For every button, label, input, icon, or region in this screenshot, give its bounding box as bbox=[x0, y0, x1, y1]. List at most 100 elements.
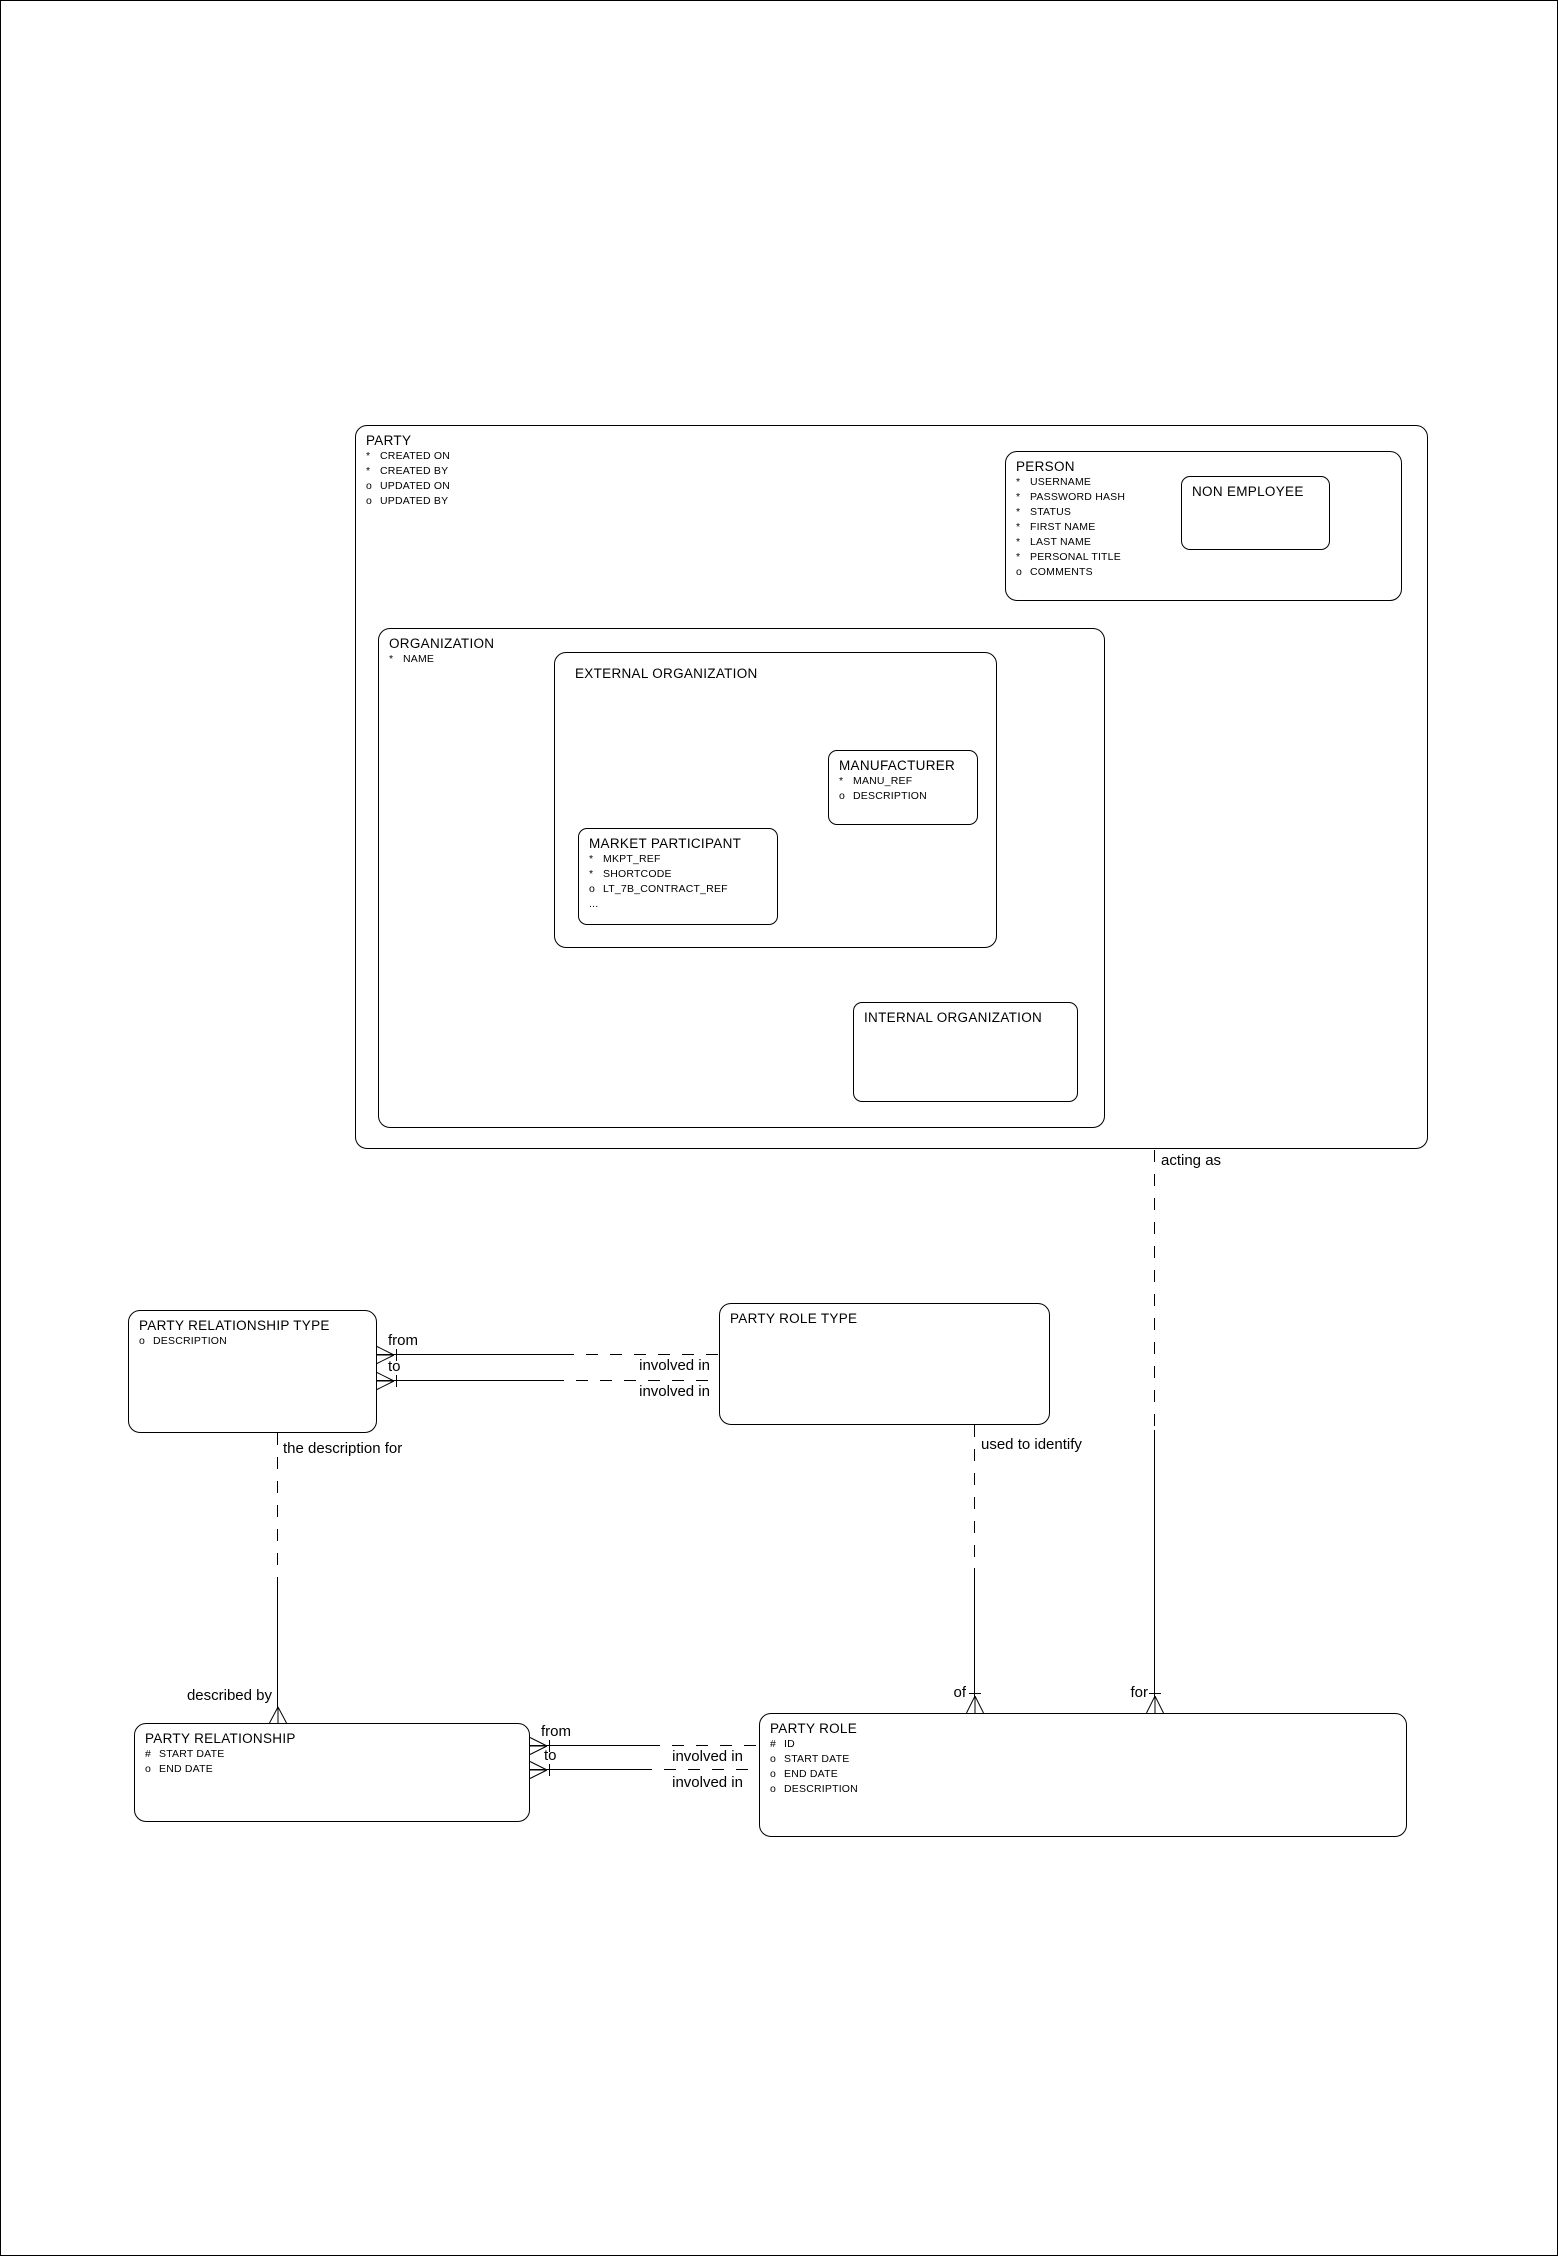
entity-title: MARKET PARTICIPANT bbox=[589, 836, 742, 851]
relationship-line-type-to-dashed bbox=[552, 1380, 719, 1381]
entity-non-employee: NON EMPLOYEE bbox=[1181, 476, 1330, 550]
attr-marker: * bbox=[839, 775, 844, 787]
attribute-row: o START DATE bbox=[770, 1752, 1396, 1767]
crows-foot-icon bbox=[1146, 1693, 1164, 1714]
relationship-label: for bbox=[1130, 1684, 1148, 1701]
relationship-label: from bbox=[541, 1723, 571, 1740]
relationship-label: involved in bbox=[672, 1748, 743, 1765]
attr-name: UPDATED BY bbox=[380, 495, 449, 507]
relationship-line-rel-from-dashed bbox=[648, 1745, 759, 1746]
relationship-label: involved in bbox=[672, 1774, 743, 1791]
attribute-row: * NAME bbox=[389, 652, 1094, 667]
crows-foot-icon bbox=[529, 1761, 550, 1779]
relationship-line-rel-from-solid bbox=[530, 1745, 648, 1746]
entity-title: NON EMPLOYEE bbox=[1192, 484, 1304, 499]
attribute-row: *STATUS bbox=[1016, 505, 1391, 520]
relationship-label: described by bbox=[186, 1687, 272, 1704]
attr-marker: * bbox=[1016, 521, 1021, 533]
attr-marker: * bbox=[1016, 476, 1021, 488]
attr-name: START DATE bbox=[784, 1753, 850, 1765]
attr-marker: * bbox=[389, 653, 394, 665]
relationship-label: acting as bbox=[1161, 1152, 1222, 1169]
attr-marker: o bbox=[366, 495, 373, 507]
attribute-row: *PERSONAL TITLE bbox=[1016, 550, 1391, 565]
attribute-row: *PASSWORD HASH bbox=[1016, 490, 1391, 505]
relationship-line-rel-to-dashed bbox=[640, 1769, 759, 1770]
attr-marker: o bbox=[770, 1783, 777, 1795]
attr-name: START DATE bbox=[159, 1748, 225, 1760]
attribute-row: *LAST NAME bbox=[1016, 535, 1391, 550]
relationship-label: of bbox=[953, 1684, 966, 1701]
crows-foot-icon bbox=[376, 1346, 397, 1364]
attr-name: END DATE bbox=[784, 1768, 838, 1780]
attr-marker: * bbox=[366, 465, 371, 477]
entity-title: PARTY RELATIONSHIP bbox=[145, 1731, 296, 1746]
relationship-line-type-to-solid bbox=[377, 1380, 552, 1381]
attr-marker: * bbox=[589, 868, 594, 880]
attribute-list: * NAME bbox=[389, 652, 1094, 667]
attribute-row: #ID bbox=[770, 1737, 1396, 1752]
entity-title: PARTY ROLE bbox=[770, 1721, 858, 1736]
attribute-row: * MKPT_REF bbox=[589, 852, 767, 867]
attribute-row: ... bbox=[589, 897, 767, 912]
attr-marker: o bbox=[139, 1335, 146, 1347]
attr-marker: o bbox=[366, 480, 373, 492]
attribute-row: * SHORTCODE bbox=[589, 867, 767, 882]
attr-marker: * bbox=[589, 853, 594, 865]
relationship-line-used-to-identify-solid bbox=[974, 1568, 975, 1697]
entity-title: MANUFACTURER bbox=[839, 758, 956, 773]
attribute-row: o UPDATED BY bbox=[366, 494, 1417, 509]
attribute-list: * MKPT_REF * SHORTCODE o LT_7B_CONTRACT_REF… bbox=[589, 852, 767, 912]
attr-marker: o bbox=[589, 883, 596, 895]
relationship-line-rel-to-solid bbox=[530, 1769, 640, 1770]
crows-foot-icon bbox=[529, 1737, 550, 1755]
attr-name: MANU_REF bbox=[853, 775, 913, 787]
attribute-list: o DESCRIPTION bbox=[139, 1334, 366, 1349]
relationship-label: involved in bbox=[639, 1383, 710, 1400]
relationship-label: from bbox=[388, 1332, 418, 1349]
entity-party-role-type: PARTY ROLE TYPE bbox=[719, 1303, 1050, 1425]
attr-name: SHORTCODE bbox=[603, 868, 672, 880]
relationship-label: involved in bbox=[639, 1357, 710, 1374]
attr-name: UPDATED ON bbox=[380, 480, 451, 492]
attribute-row: *CREATED ON bbox=[366, 449, 1417, 464]
attr-marker: o bbox=[839, 790, 846, 802]
attr-name: DESCRIPTION bbox=[153, 1335, 227, 1347]
attr-name: ID bbox=[784, 1738, 795, 1750]
attr-name: CREATED ON bbox=[380, 450, 451, 462]
crows-foot-icon bbox=[269, 1706, 287, 1724]
attribute-list: *USERNAME *PASSWORD HASH *STATUS *FIRST … bbox=[1016, 475, 1391, 580]
attr-name: DESCRIPTION bbox=[784, 1783, 858, 1795]
attribute-row: o LT_7B_CONTRACT_REF bbox=[589, 882, 767, 897]
attr-name: LAST NAME bbox=[1030, 536, 1092, 548]
attr-name: LT_7B_CONTRACT_REF bbox=[603, 883, 728, 895]
attr-marker: o bbox=[1016, 566, 1023, 578]
attr-name: PASSWORD HASH bbox=[1030, 491, 1126, 503]
entity-title: PERSON bbox=[1016, 459, 1075, 474]
entity-person: PERSON *USERNAME *PASSWORD HASH *STATUS … bbox=[1005, 451, 1402, 601]
attr-name: END DATE bbox=[159, 1763, 213, 1775]
entity-title: PARTY RELATIONSHIP TYPE bbox=[139, 1318, 330, 1333]
relationship-line-acting-as-solid bbox=[1154, 1430, 1155, 1697]
relationship-line-description-for-solid bbox=[277, 1577, 278, 1708]
relationship-line-type-from-dashed bbox=[562, 1354, 719, 1355]
entity-title: EXTERNAL ORGANIZATION bbox=[575, 666, 758, 681]
relationship-label: to bbox=[544, 1747, 557, 1764]
crows-foot-icon bbox=[966, 1693, 984, 1714]
attr-marker: ... bbox=[589, 898, 599, 910]
attr-name: NAME bbox=[403, 653, 435, 665]
attr-marker: o bbox=[770, 1753, 777, 1765]
attr-name: MKPT_REF bbox=[603, 853, 661, 865]
attr-marker: # bbox=[145, 1748, 152, 1760]
attribute-row: o DESCRIPTION bbox=[139, 1334, 366, 1349]
crows-foot-icon bbox=[376, 1372, 397, 1390]
attr-name: PERSONAL TITLE bbox=[1030, 551, 1121, 563]
